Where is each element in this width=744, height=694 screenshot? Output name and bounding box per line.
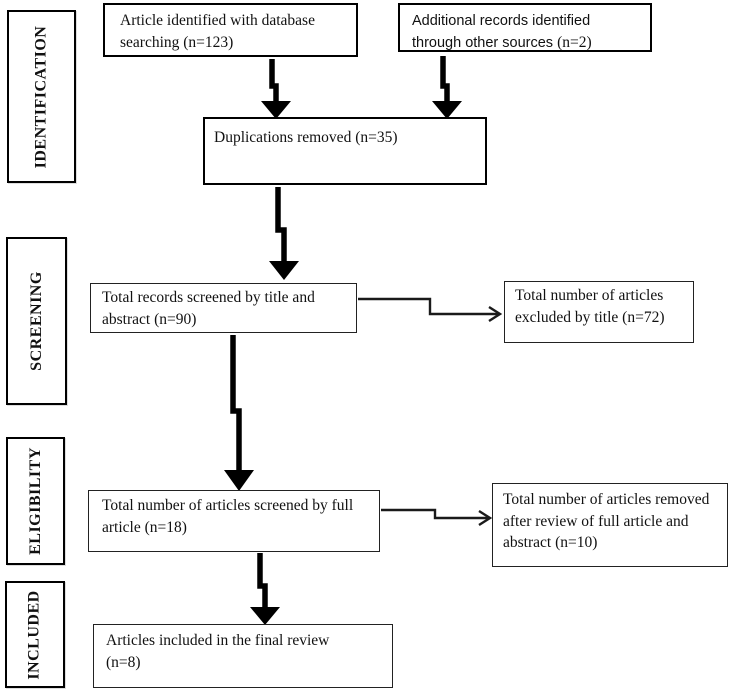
arrow-fulltext-screened-to-included — [250, 553, 280, 625]
arrow-other-sources-to-duplicates — [432, 56, 462, 119]
arrow-duplicates-to-title-screened — [269, 187, 299, 280]
stage-label-eligibility-text: ELIGIBILITY — [26, 447, 44, 555]
stage-label-screening-text: SCREENING — [27, 271, 45, 371]
arrow-database-to-duplicates — [261, 59, 291, 119]
box-other-sources-serif-part: (n=2) — [557, 34, 592, 51]
stage-label-included-text: INCLUDED — [26, 589, 43, 680]
box-title-screened-text: Total records screened by title and abst… — [102, 289, 315, 328]
box-duplicates-removed: Duplications removed (n=35) — [203, 117, 487, 185]
arrow-title-screened-to-title-excluded — [358, 297, 503, 323]
stage-label-screening: SCREENING — [6, 237, 67, 405]
arrow-fulltext-screened-to-fulltext-removed — [381, 508, 493, 527]
stage-label-identification: IDENTIFICATION — [7, 10, 76, 183]
box-database-search-text: Article identified with database searchi… — [120, 12, 315, 51]
box-included-final-text: Articles included in the final review (n… — [106, 632, 330, 671]
box-fulltext-screened: Total number of articles screened by ful… — [88, 490, 380, 552]
box-title-excluded: Total number of articles excluded by tit… — [504, 281, 694, 343]
box-fulltext-screened-text: Total number of articles screened by ful… — [102, 497, 354, 536]
stage-label-identification-text: IDENTIFICATION — [32, 25, 50, 168]
box-fulltext-removed-text: Total number of articles removed after r… — [503, 491, 710, 551]
box-included-final: Articles included in the final review (n… — [93, 624, 393, 688]
box-other-sources-sans-part: Additional records identified through ot… — [412, 13, 591, 51]
box-other-sources: Additional records identified through ot… — [398, 3, 652, 52]
box-database-search: Article identified with database searchi… — [103, 3, 358, 57]
box-fulltext-removed: Total number of articles removed after r… — [492, 483, 728, 567]
box-title-screened: Total records screened by title and abst… — [90, 283, 357, 333]
box-other-sources-text: Additional records identified through ot… — [412, 10, 644, 54]
stage-label-included: INCLUDED — [5, 581, 65, 688]
box-duplicates-removed-text: Duplications removed (n=35) — [214, 129, 398, 146]
arrow-title-screened-to-fulltext-screened — [224, 335, 254, 491]
stage-label-eligibility: ELIGIBILITY — [6, 437, 65, 565]
box-title-excluded-text: Total number of articles excluded by tit… — [515, 287, 665, 326]
